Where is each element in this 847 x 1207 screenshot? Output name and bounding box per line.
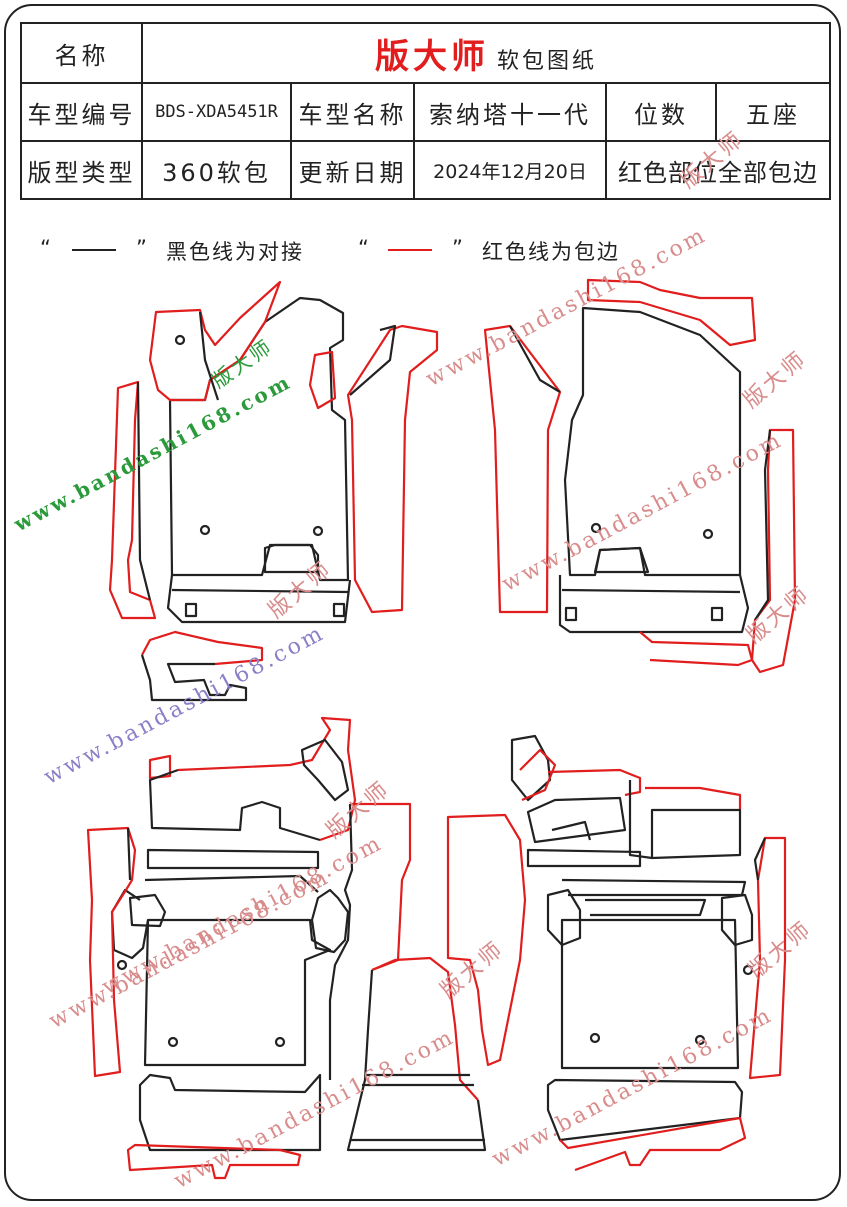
pattern-piece-front-left-lower <box>140 630 264 702</box>
model-name-value: 索纳塔十一代 <box>413 82 607 142</box>
pattern-piece-front-left-main <box>148 280 352 624</box>
legend-black-text: 黑色线为对接 <box>166 240 304 264</box>
pattern-piece-rear-right-main <box>510 734 754 1070</box>
info-table: 名称 版大师软包图纸 车型编号 BDS-XDA5451R 车型名称 索纳塔十一代… <box>20 22 832 200</box>
date-value: 2024年12月20日 <box>413 140 607 200</box>
seats-value: 五座 <box>714 82 832 142</box>
legend-quote-open-red: “ <box>358 236 371 260</box>
model-name-label: 车型名称 <box>290 82 415 142</box>
line-legend: “ ” 黑色线为对接 “ ” 红色线为包边 <box>40 236 740 266</box>
seats-label: 位数 <box>605 82 717 142</box>
legend-quote-open-black: “ <box>40 236 53 260</box>
pattern-piece-rear-left-side <box>86 802 412 1180</box>
type-value: 360软包 <box>141 140 292 200</box>
type-label: 版型类型 <box>20 140 143 200</box>
sheet-border <box>4 4 841 1201</box>
legend-quote-close-black: ” <box>136 236 149 260</box>
pattern-piece-front-right-main <box>483 278 757 634</box>
pattern-piece-front-left-side <box>108 324 439 620</box>
legend-red-line <box>388 249 432 251</box>
model-code-value: BDS-XDA5451R <box>141 82 292 142</box>
legend-quote-close-red: ” <box>452 236 465 260</box>
legend-red-text: 红色线为包边 <box>482 240 620 264</box>
name-label-cell: 名称 <box>20 22 143 84</box>
pattern-piece-rear-right-side <box>546 836 787 1172</box>
pattern-piece-center-tunnel <box>346 813 527 1152</box>
brand-title: 版大师 <box>375 36 489 77</box>
pattern-piece-front-right-side <box>639 428 797 674</box>
name-value-cell: 版大师软包图纸 <box>140 22 832 84</box>
date-label: 更新日期 <box>290 140 415 200</box>
brand-subtitle: 软包图纸 <box>497 48 598 74</box>
legend-black-line <box>72 249 116 251</box>
note-cell: 红色部位全部包边 <box>604 140 832 200</box>
model-code-label: 车型编号 <box>20 82 143 142</box>
